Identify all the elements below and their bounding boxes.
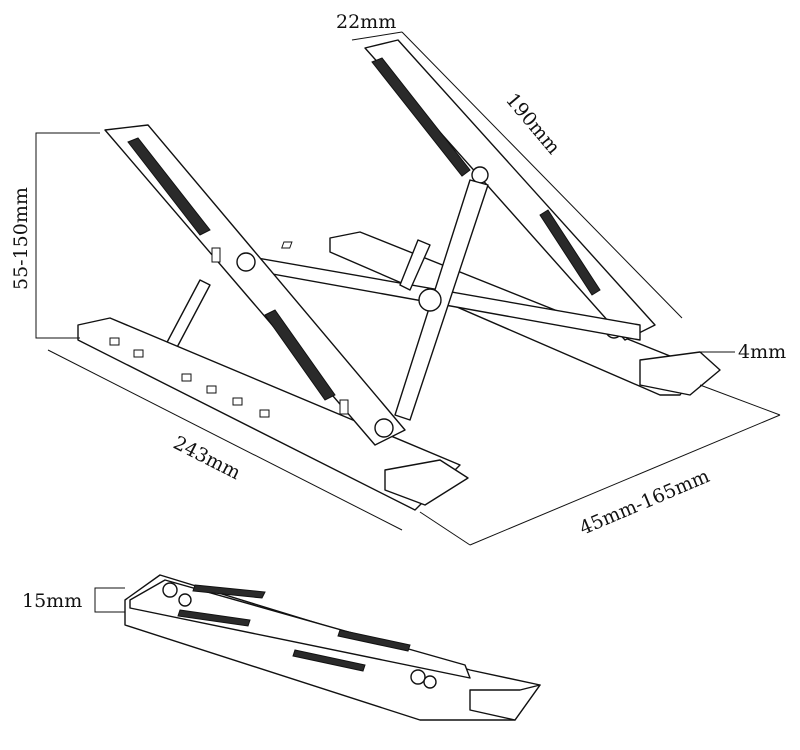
label-folded-thickness: 15mm [22,590,82,612]
label-height-range: 55-150mm [10,187,32,290]
label-arm-length: 190mm [501,89,564,159]
label-base-spacing: 45mm-165mm [576,465,712,540]
folded-stand [124,574,541,721]
front-arm [104,124,406,446]
label-base-length: 243mm [170,432,244,484]
dimension-lines [35,31,781,613]
label-foot-lip: 4mm [738,341,786,363]
label-arm-width: 22mm [336,11,396,33]
rear-arm [364,39,656,341]
